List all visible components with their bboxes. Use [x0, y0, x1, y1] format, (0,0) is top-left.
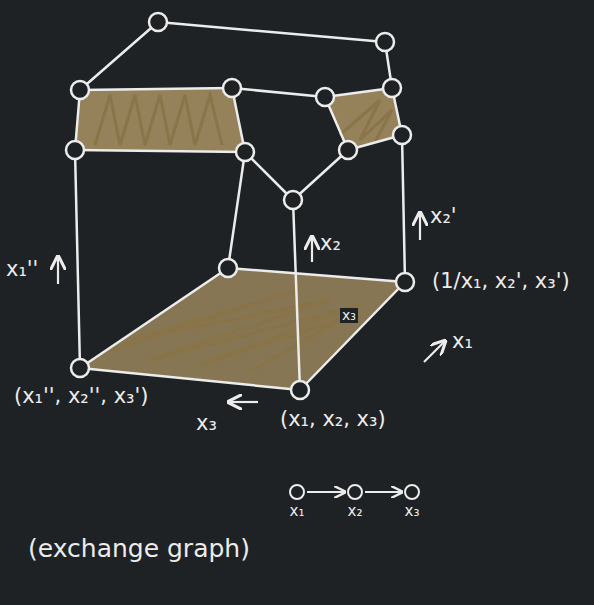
- quiver-arrow: [365, 491, 402, 493]
- math-label: x₃: [196, 412, 217, 435]
- vertex-label: x₃: [399, 503, 425, 520]
- vertex-circle: [403, 483, 421, 501]
- vertex-circle: [288, 483, 306, 501]
- caption: (exchange graph): [28, 534, 250, 563]
- quiver-vertex: x₂: [342, 483, 368, 520]
- math-label: x₁'': [6, 258, 38, 281]
- math-label: x₂': [430, 205, 457, 228]
- math-label: (x₁'', x₂'', x₃'): [14, 385, 149, 408]
- vertex-circle: [346, 483, 364, 501]
- math-label: (1/x₁, x₂', x₃'): [432, 270, 570, 293]
- vertex-label: x₂: [342, 503, 368, 520]
- quiver-vertex: x₃: [399, 483, 425, 520]
- quiver-arrow: [307, 491, 345, 493]
- math-label: (x₁, x₂, x₃): [280, 408, 386, 431]
- vertex-label: x₁: [284, 503, 310, 520]
- math-label: x₂: [320, 232, 341, 255]
- quiver-vertex: x₁: [284, 483, 310, 520]
- math-label: x₁: [452, 330, 473, 353]
- math-label: x₃: [340, 308, 358, 323]
